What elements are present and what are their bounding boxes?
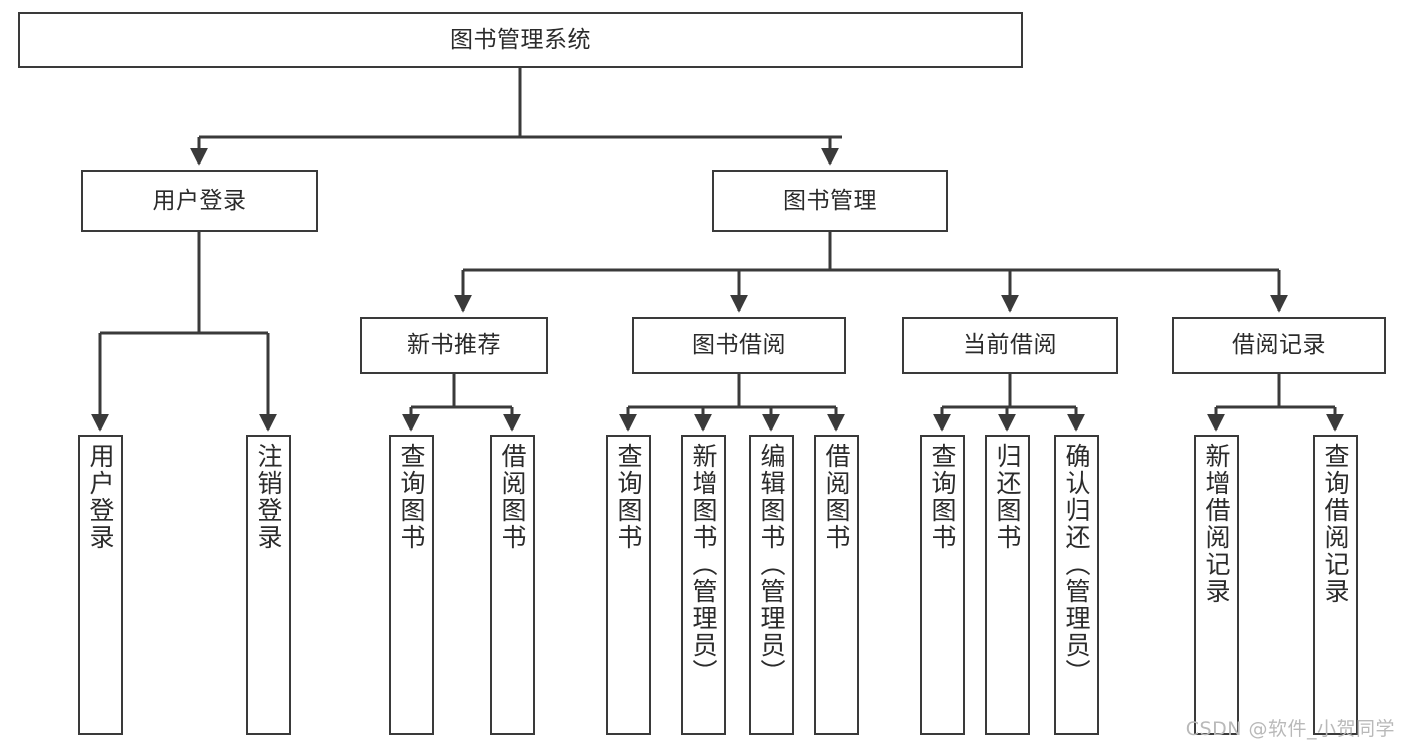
node-label: 图书管理 [783,187,877,214]
node-label: 查询图书 [928,443,957,551]
node-label: 图书管理系统 [450,26,591,53]
node-leaf-return-book[interactable]: 归还图书 [985,435,1030,735]
node-label: 新增借阅记录 [1202,443,1231,605]
node-label: 编辑图书（管理员） [757,443,786,686]
watermark-text: CSDN @软件_小贺同学 [1185,718,1395,740]
node-label: 查询图书 [614,443,643,551]
node-leaf-add-borrow-record[interactable]: 新增借阅记录 [1194,435,1239,735]
node-borrow-record[interactable]: 借阅记录 [1172,317,1386,374]
node-leaf-query-book-borrow[interactable]: 查询图书 [606,435,651,735]
node-label: 归还图书 [993,443,1022,551]
node-leaf-add-book-admin[interactable]: 新增图书（管理员） [681,435,726,735]
node-label: 确认归还（管理员） [1062,443,1091,686]
node-book-borrow[interactable]: 图书借阅 [632,317,846,374]
node-leaf-user-login[interactable]: 用户登录 [78,435,123,735]
node-label: 新增图书（管理员） [689,443,718,686]
node-label: 查询借阅记录 [1321,443,1350,605]
node-root-book-management-system[interactable]: 图书管理系统 [18,12,1023,68]
node-book-management[interactable]: 图书管理 [712,170,948,232]
node-leaf-confirm-return-admin[interactable]: 确认归还（管理员） [1054,435,1099,735]
node-label: 借阅图书 [498,443,527,551]
node-leaf-borrow-book[interactable]: 借阅图书 [814,435,859,735]
node-user-login[interactable]: 用户登录 [81,170,318,232]
node-leaf-query-borrow-record[interactable]: 查询借阅记录 [1313,435,1358,735]
node-label: 用户登录 [86,443,115,551]
node-label: 新书推荐 [407,332,501,359]
node-label: 图书借阅 [692,332,786,359]
node-label: 借阅图书 [822,443,851,551]
node-new-book-recommend[interactable]: 新书推荐 [360,317,548,374]
node-leaf-borrow-book-recommend[interactable]: 借阅图书 [490,435,535,735]
node-label: 当前借阅 [963,332,1057,359]
node-label: 用户登录 [152,187,247,214]
node-leaf-query-book-recommend[interactable]: 查询图书 [389,435,434,735]
node-current-borrow[interactable]: 当前借阅 [902,317,1118,374]
node-leaf-edit-book-admin[interactable]: 编辑图书（管理员） [749,435,794,735]
node-label: 注销登录 [254,443,283,551]
node-leaf-query-book-current[interactable]: 查询图书 [920,435,965,735]
node-label: 查询图书 [397,443,426,551]
node-label: 借阅记录 [1232,332,1326,359]
node-leaf-logout[interactable]: 注销登录 [246,435,291,735]
